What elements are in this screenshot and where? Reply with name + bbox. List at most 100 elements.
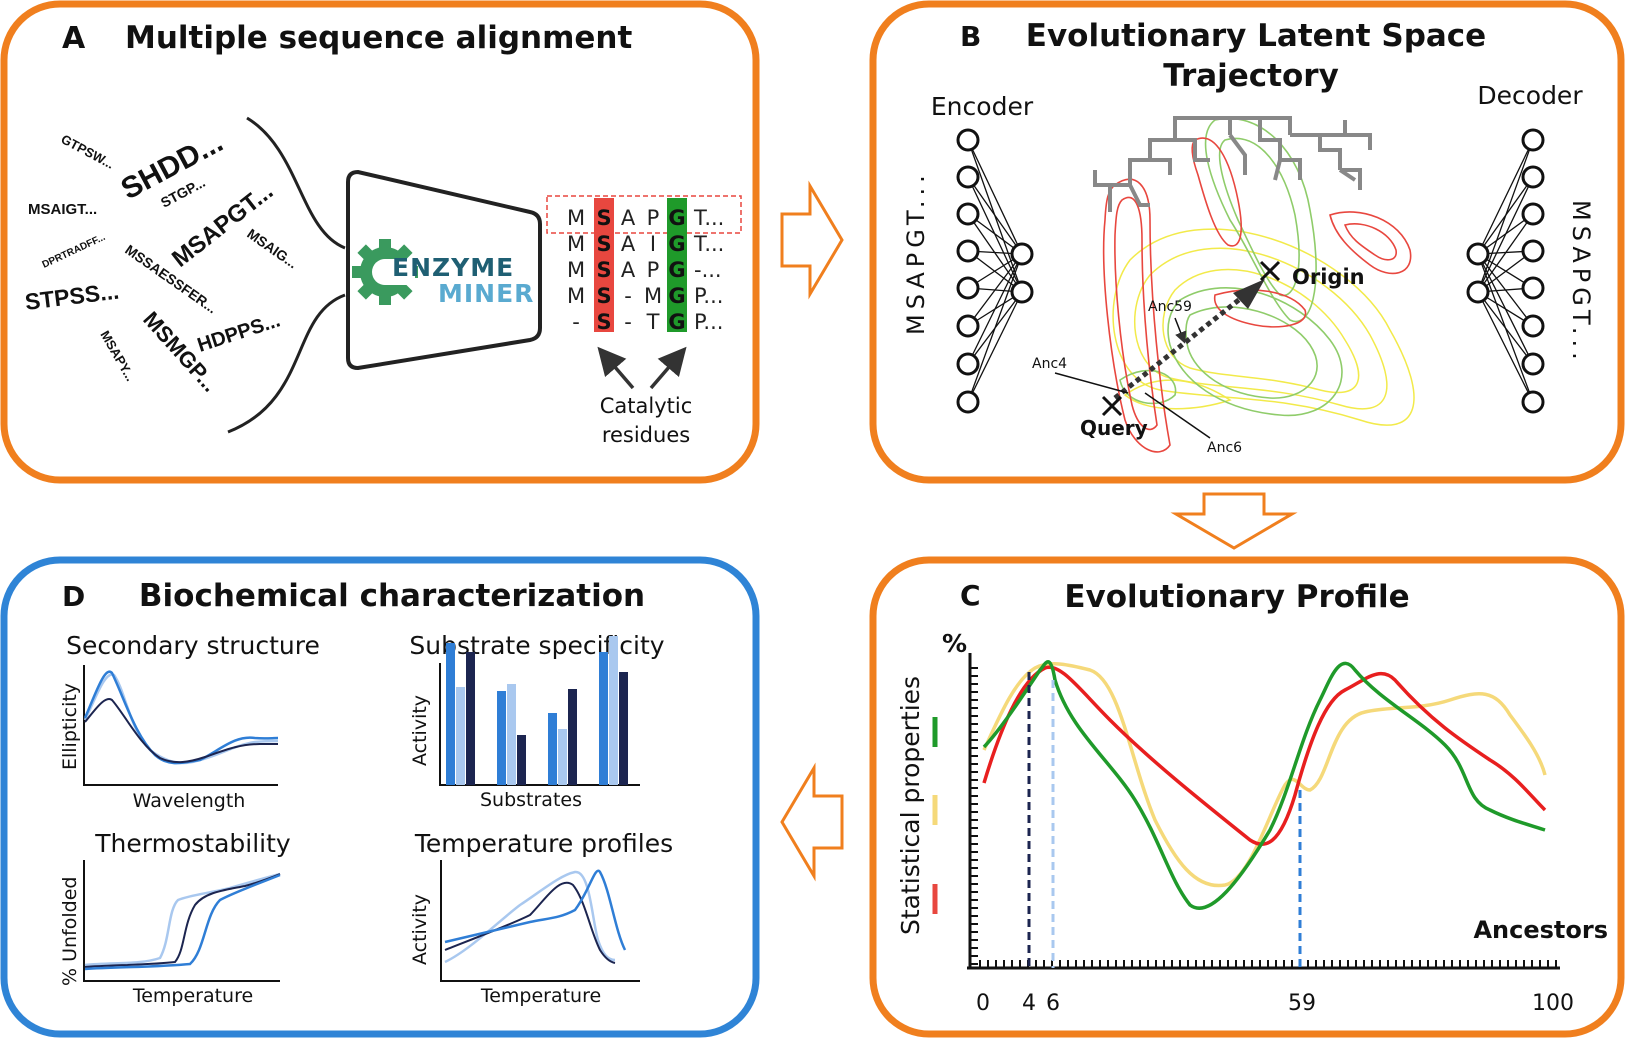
- alignment-cell: G: [668, 284, 685, 308]
- alignment-cell: M: [567, 258, 585, 282]
- funnel-curve: [246, 116, 346, 250]
- panel-b-letter: B: [960, 20, 981, 53]
- catalytic-column-green: [667, 198, 687, 332]
- alignment-cell: T: [646, 310, 660, 334]
- alignment-cell: M: [644, 284, 662, 308]
- chart-xlabel: Wavelength: [133, 790, 246, 812]
- yellow-curve: [982, 662, 1547, 888]
- network-node: [1521, 165, 1545, 189]
- seq-word: GTPSW...: [59, 131, 117, 171]
- alignment-cell: S: [596, 206, 611, 230]
- latent-node: [1466, 242, 1490, 266]
- alignment-cell: S: [596, 284, 611, 308]
- chart-title: Thermostability: [94, 829, 291, 858]
- panel-b-title-line2: Trajectory: [1163, 58, 1339, 94]
- curve-mid: [84, 873, 281, 971]
- alignment-cell: P: [647, 206, 660, 230]
- alignment-cell: G: [668, 258, 685, 282]
- anc4-label: Anc4: [1032, 356, 1067, 372]
- seq-word: MSAIGT...: [28, 201, 97, 218]
- alignment-cell: I: [650, 232, 656, 256]
- origin-marker: [1259, 260, 1281, 282]
- flow-arrow-right: [780, 180, 844, 300]
- chart-secondary-structure: Secondary structure Ellipticity Waveleng…: [59, 631, 320, 812]
- alignment-cell: M: [567, 206, 585, 230]
- network-node: [1521, 239, 1545, 263]
- seq-word: MSAPY...: [97, 328, 138, 384]
- network-edge: [1477, 253, 1534, 403]
- x-tick-label: 59: [1288, 991, 1316, 1016]
- network-node: [1521, 352, 1545, 376]
- anc59-label: Anc59: [1148, 299, 1192, 315]
- logo-text-miner: MINER: [438, 279, 534, 308]
- seq-word: STPSS...: [23, 278, 120, 315]
- chart-ylabel: % Unfolded: [59, 877, 81, 986]
- trajectory-arrowhead: [1233, 279, 1265, 309]
- panel-d-frame: [0, 556, 760, 1038]
- highlight-row-box: [546, 195, 742, 234]
- panel-a-title: Multiple sequence alignment: [125, 20, 632, 56]
- chart-ylabel: Ellipticity: [59, 683, 81, 770]
- profile-curves: [982, 660, 1547, 910]
- network-node: [956, 165, 980, 189]
- alignment-cell: A: [621, 232, 636, 256]
- curve-light: [84, 872, 281, 967]
- chart-title: Secondary structure: [66, 631, 320, 660]
- substrate-bar: [568, 689, 577, 785]
- network-node: [956, 390, 980, 414]
- anc6-pointer: [1144, 392, 1211, 439]
- network-node: [956, 352, 980, 376]
- alignment-cell: M: [567, 232, 585, 256]
- panel-a-frame: [0, 0, 760, 484]
- flow-arrow-left: [780, 762, 844, 882]
- alignment-cell: -: [624, 310, 632, 334]
- alignment-cell: S: [596, 310, 611, 334]
- alignment-cell: P...: [694, 284, 723, 308]
- network-node: [1521, 202, 1545, 226]
- curve-mid: [444, 869, 627, 951]
- seq-word: DPRTRADFF...: [41, 232, 108, 271]
- origin-label: Origin: [1292, 265, 1365, 289]
- logo-text-enzyme: ENZYME: [392, 253, 514, 282]
- alignment-cell: G: [668, 206, 685, 230]
- panel-c-letter: C: [960, 579, 981, 612]
- substrate-bar: [558, 729, 567, 785]
- network-edge: [1477, 291, 1534, 403]
- network-edge: [967, 176, 1023, 255]
- chart-axes: [440, 860, 640, 982]
- substrate-bar: [548, 713, 557, 785]
- network-node: [956, 128, 980, 152]
- seq-word: MSAIG...: [244, 225, 300, 271]
- network-node: [956, 276, 980, 300]
- network-edge: [967, 139, 1023, 255]
- substrate-bar: [619, 672, 628, 785]
- substrate-bar: [507, 684, 516, 785]
- curve-light: [444, 870, 616, 964]
- panel-b-title-line1: Evolutionary Latent Space: [1026, 18, 1486, 54]
- network-edge: [967, 253, 1023, 327]
- anc6-label: Anc6: [1207, 440, 1242, 456]
- alignment-cell: M: [567, 284, 585, 308]
- alignment-cell: T...: [693, 206, 724, 230]
- panel-b-frame: [869, 0, 1625, 484]
- substrate-bar: [599, 652, 608, 785]
- curve-light: [83, 673, 279, 765]
- chart-xlabel: Substrates: [480, 789, 582, 811]
- network-edge: [1477, 253, 1534, 365]
- alignment-cell: -...: [694, 258, 722, 282]
- panel-a: A Multiple sequence alignment GTPSW... S…: [0, 0, 760, 484]
- catalytic-label-line2: residues: [602, 423, 690, 447]
- enzymeminer-box: [346, 169, 542, 371]
- chart-axes: [83, 665, 278, 786]
- latent-node: [1010, 280, 1034, 304]
- panel-d: D Biochemical characterization Secondary…: [0, 556, 760, 1038]
- bar-group: [446, 636, 628, 785]
- x-axis-title: Ancestors: [1473, 916, 1608, 944]
- network-edge: [1477, 139, 1534, 255]
- substrate-bar: [446, 643, 455, 785]
- red-curve: [982, 665, 1547, 846]
- red-contours: [1102, 137, 1412, 453]
- trajectory-line: [1113, 293, 1247, 400]
- network-edge: [967, 253, 1023, 365]
